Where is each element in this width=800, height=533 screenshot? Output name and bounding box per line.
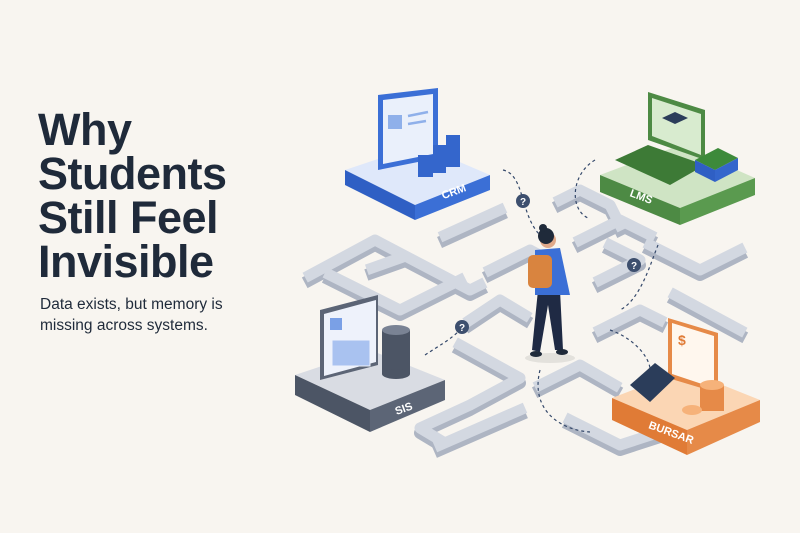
student-figure (525, 224, 575, 363)
svg-text:?: ? (631, 261, 637, 272)
lms-platform: LMS (600, 92, 755, 225)
bar-chart-icon (418, 135, 460, 177)
svg-text:?: ? (520, 197, 526, 208)
headline-line: Why (38, 104, 132, 155)
headline: Why Students Still Feel Invisible (38, 104, 227, 287)
headline-line: Still Feel (38, 192, 219, 243)
maze (301, 184, 749, 458)
calculator-icon (630, 363, 675, 402)
coin-icon (682, 380, 724, 415)
svg-text:$: $ (678, 332, 686, 348)
sis-label: SIS (394, 401, 415, 418)
backpack-icon (528, 255, 552, 288)
graduation-cap-icon (662, 112, 688, 124)
crm-platform: CRM (345, 88, 490, 220)
sis-platform: SIS (295, 295, 445, 432)
database-icon (382, 325, 410, 379)
headline-line: Invisible (38, 236, 214, 287)
svg-text:?: ? (459, 323, 465, 334)
headline-line: Students (38, 148, 227, 199)
subtitle: Data exists, but memory is missing acros… (40, 296, 223, 334)
question-mark-icon: ? ? ? (455, 194, 641, 334)
bursar-platform: $ BURSAR (612, 318, 760, 455)
books-icon (695, 148, 738, 182)
